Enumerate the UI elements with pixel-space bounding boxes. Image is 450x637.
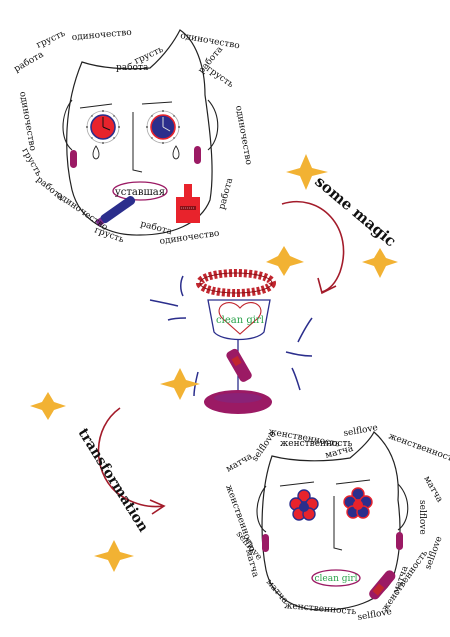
top-ring-word: работа (34, 174, 66, 204)
top-ring-word: работа (116, 62, 149, 73)
top-face-outline (66, 29, 213, 236)
top-face-mouth-label: уставшая (115, 187, 165, 198)
top-ring-word: грусть (19, 147, 43, 179)
star-icon (30, 392, 66, 420)
bottom-ring-word: матча (264, 578, 290, 607)
top-face-left-brow (79, 103, 113, 109)
top-ring-word: одиночество (17, 91, 37, 152)
top-face-right-brow (141, 101, 173, 105)
decorative-stars (30, 154, 398, 572)
bottom-face-lipstick-icon (369, 570, 396, 600)
transformation-arrow: transformation (75, 407, 166, 535)
bottom-face-mouth-oval (311, 569, 361, 587)
cup-lipstick-icon (226, 348, 252, 382)
top-face-left-earring (70, 150, 77, 168)
bottom-face: clean girl женственность матча selflove … (223, 423, 450, 623)
top-face-right-eye (146, 110, 180, 144)
bottom-ring-word: selflove (417, 500, 427, 535)
transformation-label: transformation (75, 426, 152, 535)
flower-crown-icon (196, 269, 276, 297)
cup-heart-icon (218, 302, 262, 335)
top-ring-word: одиночество (179, 31, 240, 51)
star-icon (266, 246, 304, 276)
cup-spark-lines (149, 275, 313, 397)
top-ring-word: работа (216, 176, 235, 211)
top-face: уставшая грусть работа одиночество груст… (12, 28, 253, 247)
top-face-right-tear-icon (172, 145, 180, 160)
top-face-nose (132, 112, 143, 173)
top-face-pen-icon (95, 196, 136, 227)
top-face-right-earring (194, 146, 201, 164)
bottom-face-word-ring: женственность матча selflove женственнос… (223, 423, 450, 623)
bottom-face-left-ear (256, 485, 267, 533)
top-face-left-tear-icon (92, 145, 100, 160)
bottom-face-mouth-label: clean girl (314, 574, 357, 584)
bottom-face-outline (261, 431, 401, 611)
bottom-ring-word: женственность (387, 431, 450, 465)
top-face-right-ear (207, 99, 219, 151)
star-icon (160, 368, 200, 400)
top-ring-word: работа (12, 49, 46, 75)
bottom-face-left-earring (262, 534, 269, 552)
top-face-left-ear (62, 99, 73, 151)
top-ring-word: грусть (93, 225, 125, 245)
bottom-face-left-flower-eye (289, 489, 319, 521)
bottom-face-nose (333, 496, 343, 551)
bottom-ring-word: женственность (280, 439, 352, 449)
star-icon (286, 154, 328, 190)
star-icon (94, 540, 134, 572)
cup-illustration: clean girl (149, 269, 313, 414)
top-face-left-eye (86, 110, 120, 144)
bottom-face-right-flower-eye (343, 487, 373, 519)
bottom-ring-word: женственность (284, 601, 357, 617)
top-ring-word: одиночество (233, 105, 253, 166)
cup-label: clean girl (216, 315, 264, 326)
top-ring-word: грусть (35, 29, 67, 51)
bottom-face-right-ear (397, 483, 409, 531)
bottom-ring-word: selflove (250, 430, 278, 464)
bottom-ring-word: selflove (343, 423, 379, 439)
some-magic-arrow: some magic (281, 172, 400, 295)
bottom-face-right-earring (396, 532, 403, 550)
top-ring-word: одиночество (71, 28, 132, 43)
top-face-nail-polish-icon (176, 184, 200, 223)
cup-glass (207, 299, 271, 341)
star-icon (362, 248, 398, 278)
top-face-mouth-oval (112, 181, 168, 201)
bottom-ring-word: матча (225, 451, 255, 474)
